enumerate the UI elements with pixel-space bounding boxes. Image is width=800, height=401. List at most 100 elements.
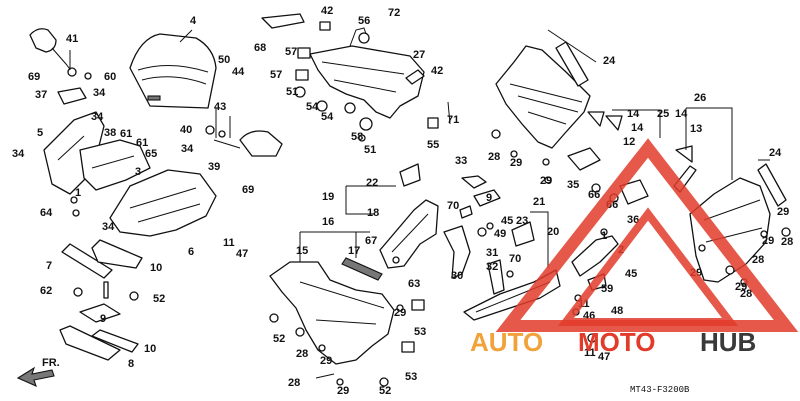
callout-51: 51 <box>286 86 298 98</box>
callout-23: 23 <box>516 215 528 227</box>
rubber-strip <box>341 257 383 281</box>
trim-strip-upper <box>555 41 589 87</box>
callout-9: 9 <box>486 192 492 204</box>
callout-34: 34 <box>93 87 106 99</box>
callout-27: 27 <box>413 49 425 61</box>
callout-14: 14 <box>627 108 640 120</box>
callout-64: 64 <box>40 207 53 219</box>
lower-trims-left <box>59 239 143 361</box>
inner-bracket <box>379 199 439 269</box>
callout-29: 29 <box>337 385 349 397</box>
callout-52: 52 <box>273 333 285 345</box>
callout-70: 70 <box>447 200 459 212</box>
callout-52: 52 <box>379 385 391 397</box>
callout-3: 3 <box>135 166 141 178</box>
callout-48: 48 <box>611 305 623 317</box>
cover-pieces <box>567 147 649 205</box>
callout-53: 53 <box>405 371 417 383</box>
callout-34: 34 <box>181 143 194 155</box>
callout-37: 37 <box>35 89 47 101</box>
callout-65: 65 <box>145 148 157 160</box>
callout-6: 6 <box>188 246 194 258</box>
callout-28: 28 <box>740 288 752 300</box>
callout-34: 34 <box>102 221 115 233</box>
callout-42: 42 <box>321 5 333 17</box>
callout-17: 17 <box>348 245 360 257</box>
callout-11: 11 <box>223 237 235 249</box>
callout-66: 66 <box>588 189 600 201</box>
callout-43: 43 <box>214 101 226 113</box>
callout-10: 10 <box>144 343 156 355</box>
leader-lines <box>69 29 770 268</box>
callout-45: 45 <box>501 215 513 227</box>
callout-5: 5 <box>37 127 43 139</box>
callout-19: 19 <box>322 191 334 203</box>
callout-29: 29 <box>762 235 774 247</box>
callout-13: 13 <box>690 123 702 135</box>
callout-68: 68 <box>254 42 266 54</box>
callout-34: 34 <box>91 111 104 123</box>
lower-cowl-center <box>269 261 425 387</box>
front-arrow: FR. <box>16 357 60 388</box>
mirror-right <box>205 125 283 157</box>
callout-34: 34 <box>12 148 25 160</box>
callout-15: 15 <box>296 245 308 257</box>
callout-53: 53 <box>414 326 426 338</box>
callout-54: 54 <box>321 111 334 123</box>
callout-25: 25 <box>657 108 669 120</box>
diagram-code: MT43-F3200B <box>630 385 690 395</box>
callout-45: 45 <box>625 268 637 280</box>
callout-28: 28 <box>488 151 500 163</box>
callout-29: 29 <box>777 206 789 218</box>
callout-28: 28 <box>752 254 764 266</box>
callout-1: 1 <box>601 230 607 242</box>
callout-57: 57 <box>285 46 297 58</box>
trim-strip-lower <box>757 163 787 207</box>
callout-28: 28 <box>781 236 793 248</box>
callout-47: 47 <box>236 248 248 260</box>
windscreen <box>129 33 217 109</box>
callout-33: 33 <box>455 155 467 167</box>
cowl-stay <box>261 13 451 142</box>
callout-52: 52 <box>153 293 165 305</box>
callout-50: 50 <box>218 54 230 66</box>
callout-9: 9 <box>100 313 106 325</box>
callout-47: 47 <box>598 351 610 363</box>
watermark-auto: AUTO <box>470 327 543 357</box>
callout-18: 18 <box>367 207 379 219</box>
callout-11: 11 <box>584 347 596 359</box>
callout-35: 35 <box>567 179 579 191</box>
small-trim <box>399 163 421 187</box>
callout-28: 28 <box>296 348 308 360</box>
callout-1: 1 <box>75 187 81 199</box>
callout-55: 55 <box>427 139 439 151</box>
callout-32: 32 <box>486 261 498 273</box>
callout-29: 29 <box>320 355 332 367</box>
callout-69: 69 <box>242 184 254 196</box>
mirror-bracket <box>57 87 87 105</box>
callout-58: 58 <box>351 131 363 143</box>
callout-59: 59 <box>601 283 613 295</box>
callout-70: 70 <box>509 253 521 265</box>
watermark-hub: HUB <box>700 327 756 357</box>
callout-29: 29 <box>394 307 406 319</box>
callout-30: 30 <box>451 270 463 282</box>
callout-22: 22 <box>366 177 378 189</box>
callout-39: 39 <box>208 161 220 173</box>
callout-10: 10 <box>150 262 162 274</box>
callout-61: 61 <box>120 128 132 140</box>
callout-42: 42 <box>431 65 443 77</box>
callout-63: 63 <box>408 278 420 290</box>
callout-54: 54 <box>306 101 319 113</box>
callout-38: 38 <box>104 127 116 139</box>
callout-26: 26 <box>694 92 706 104</box>
callout-20: 20 <box>547 226 559 238</box>
callout-14: 14 <box>631 122 644 134</box>
callout-71: 71 <box>447 114 459 126</box>
callout-40: 40 <box>180 124 192 136</box>
callout-29: 29 <box>540 175 552 187</box>
side-cowl-upper <box>495 45 591 149</box>
callout-16: 16 <box>322 216 334 228</box>
callout-14: 14 <box>675 108 688 120</box>
